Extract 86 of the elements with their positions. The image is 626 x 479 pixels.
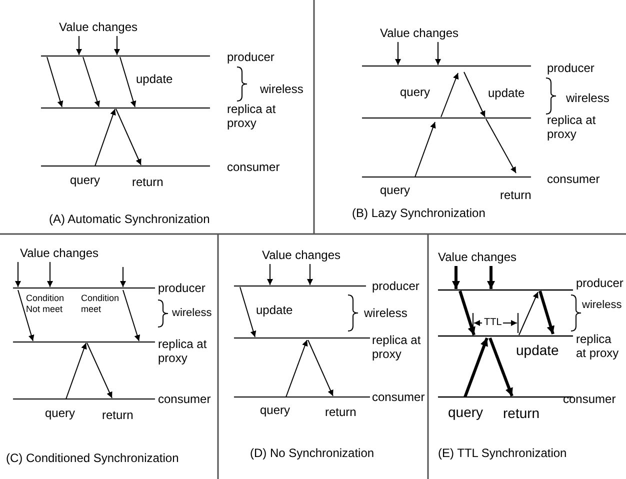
arrow [307, 264, 313, 286]
arrow [122, 290, 140, 342]
lifeline-label: producer [576, 276, 624, 290]
arrow [488, 337, 514, 397]
edge-label: query [260, 403, 290, 418]
lifeline-label: replica at proxy [576, 332, 620, 361]
lifeline-label: consumer [372, 390, 425, 404]
lifeline-label: producer [158, 281, 206, 296]
lifeline-label: producer [372, 279, 420, 294]
edge-label: update [136, 72, 173, 86]
caption-text: (A) Automatic Synchronization [49, 212, 210, 226]
arrow [440, 72, 459, 118]
arrow [47, 262, 53, 288]
lifeline-label: consumer [547, 172, 600, 186]
lifeline [12, 398, 156, 400]
lifeline [438, 289, 573, 291]
lifeline-label: replica at proxy [158, 337, 208, 366]
lifeline-label: replica at proxy [547, 113, 597, 142]
caption-text: (C) Conditioned Synchronization [6, 451, 179, 466]
lifeline-label: producer [547, 61, 594, 76]
arrow [308, 340, 334, 396]
arrow [395, 42, 401, 66]
edge-label: update [516, 342, 559, 359]
bracket-label: wireless [172, 307, 212, 320]
arrow [76, 36, 82, 56]
edge-label: query [380, 183, 410, 198]
bracket-label: wireless [582, 299, 622, 312]
arrow [15, 262, 21, 288]
arrow [82, 56, 100, 108]
arrow [486, 118, 516, 174]
lifeline [438, 335, 573, 337]
arrow [116, 108, 142, 166]
lifeline-label: producer [227, 50, 274, 64]
bracket-label: wireless [566, 91, 610, 106]
arrow [46, 56, 64, 108]
edge-label: return [503, 405, 540, 422]
lifeline [362, 176, 532, 178]
arrow [240, 286, 256, 338]
arrow [518, 292, 538, 336]
arrow [286, 340, 308, 398]
event-label: Value changes [20, 246, 99, 260]
dimension-label: TTL [484, 317, 502, 329]
edge-label: return [325, 405, 356, 420]
arrow [86, 342, 112, 398]
arrow [120, 56, 136, 108]
edge-label: update [256, 303, 293, 318]
condition-note: Condition Not meet [26, 293, 66, 315]
edge-label: return [132, 175, 164, 190]
edge-label: query [448, 404, 484, 421]
arrow [487, 266, 495, 289]
caption-text: (B) Lazy Synchronization [352, 206, 486, 220]
edge-label: return [500, 188, 532, 202]
arrow [414, 122, 436, 178]
caption-text: (E) TTL Synchronization [438, 446, 567, 460]
lifeline-label: replica at proxy [227, 102, 277, 131]
lifeline-label: consumer [158, 392, 211, 406]
edge-label: query [45, 406, 76, 420]
arrow [464, 337, 488, 398]
arrow [18, 290, 34, 342]
arrow [452, 266, 460, 289]
arrow [435, 42, 441, 66]
arrow [114, 36, 120, 56]
arrow [66, 342, 87, 400]
arrow [464, 72, 486, 118]
edge-label: query [70, 173, 100, 188]
event-label: Value changes [380, 26, 459, 40]
bracket-label: wireless [260, 82, 304, 96]
arrow [458, 290, 476, 336]
event-label: Value changes [262, 248, 341, 262]
lifeline [438, 396, 573, 398]
edge-label: return [102, 408, 134, 422]
condition-note: Condition meet [81, 293, 120, 315]
lifeline-label: replica at proxy [372, 333, 422, 362]
edge-label: update [488, 86, 525, 100]
edge-label: query [400, 85, 430, 100]
caption-text: (D) No Synchronization [250, 446, 374, 460]
arrow [538, 290, 555, 334]
lifeline-label: consumer [227, 160, 280, 174]
arrow [94, 108, 116, 166]
event-label: Value changes [59, 20, 138, 34]
arrow [267, 264, 273, 286]
arrow [120, 266, 126, 288]
bracket-label: wireless [364, 306, 408, 320]
event-label: Value changes [438, 250, 517, 264]
lifeline [234, 396, 370, 398]
lifeline-label: consumer [563, 392, 616, 406]
